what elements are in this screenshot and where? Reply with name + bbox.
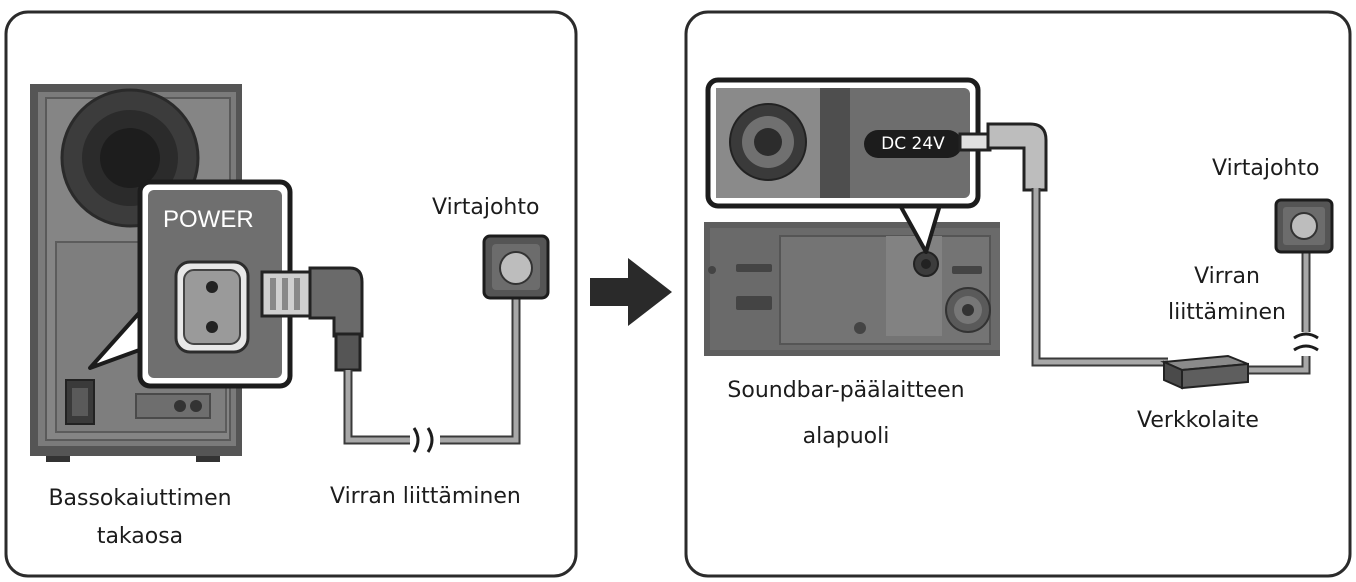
soundbar-bottom (704, 222, 1000, 356)
caption-right-line2: alapuoli (802, 424, 890, 449)
outlet-label-right: Virtajohto (1212, 156, 1320, 181)
cable-label-right-line2: liittäminen (1167, 300, 1287, 325)
dc-callout (705, 77, 981, 209)
dc-port-badge (864, 130, 962, 158)
cable-break-icon-right (1293, 332, 1319, 352)
cable-label-right-line1: Virran (1194, 264, 1260, 289)
caption-left-line1: Bassokaiuttimen (48, 486, 232, 511)
next-step-arrow-icon (590, 258, 672, 326)
cable-break-icon (412, 427, 434, 453)
caption-left-line2: takaosa (96, 524, 184, 549)
dc-plug-icon (958, 122, 1048, 192)
power-callout (137, 179, 293, 389)
outlet-label-left: Virtajohto (432, 195, 540, 220)
adapter-label: Verkkolaite (1137, 408, 1259, 433)
power-plug-icon (260, 266, 364, 372)
dc-port-label: DC 24V (881, 134, 945, 154)
power-label: POWER (163, 206, 254, 233)
cable-label-left: Virran liittäminen (330, 484, 521, 509)
power-adapter-icon (1160, 354, 1249, 390)
wall-outlet-icon-right (1274, 198, 1334, 254)
caption-right-line1: Soundbar-päälaitteen (727, 378, 965, 403)
wall-outlet-icon (482, 234, 550, 300)
